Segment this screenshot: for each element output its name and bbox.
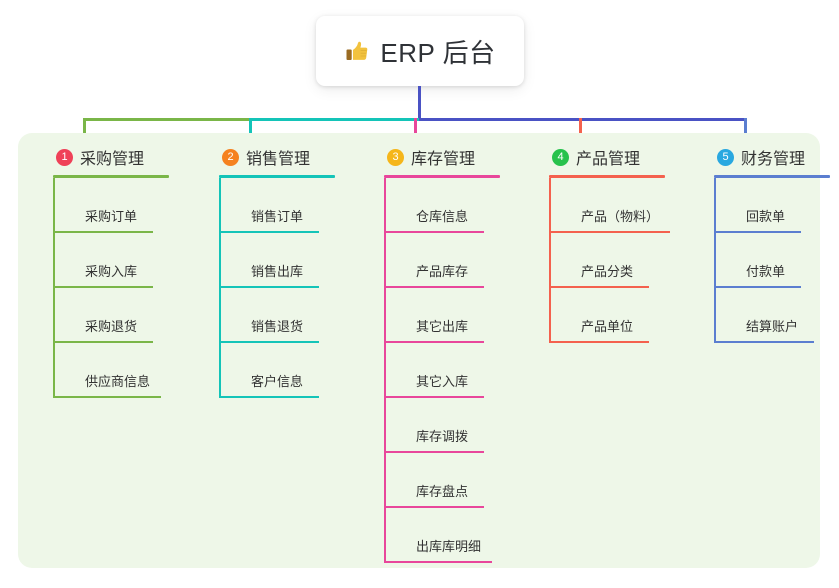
leaf-item-label: 库存调拨 bbox=[416, 429, 469, 444]
leaf-item-label: 其它出库 bbox=[416, 319, 469, 334]
thumbs-up-icon bbox=[344, 38, 370, 64]
branch-header-rule-3 bbox=[384, 175, 500, 178]
branch-column-4: 4 产品管理产品（物料） 产品分类产品单位 bbox=[532, 144, 682, 343]
leaf-item-label: 回款单 bbox=[746, 209, 786, 224]
branch-header-rule-5 bbox=[714, 175, 830, 178]
leaf-item-rule bbox=[55, 231, 153, 233]
root-title: ERP 后台 bbox=[380, 37, 496, 68]
branch-title-3: 库存管理 bbox=[411, 151, 476, 168]
leaf-item-rule bbox=[386, 451, 484, 453]
branch-title-1: 采购管理 bbox=[80, 151, 145, 168]
leaf-item-rule bbox=[716, 231, 801, 233]
branch-title-2: 销售管理 bbox=[246, 151, 311, 168]
branch-header-4[interactable]: 4 产品管理 bbox=[532, 144, 682, 170]
branch-badge-2: 2 bbox=[222, 148, 239, 166]
leaf-item-rule bbox=[55, 341, 153, 343]
leaf-item-rule bbox=[386, 341, 484, 343]
drop-connector-5 bbox=[744, 118, 747, 144]
branch-spine-4 bbox=[549, 178, 551, 343]
branch-header-5[interactable]: 5 财务管理 bbox=[697, 144, 839, 170]
leaf-item-rule bbox=[55, 286, 153, 288]
leaf-item-rule bbox=[221, 231, 319, 233]
leaf-item-label: 客户信息 bbox=[251, 374, 304, 389]
leaf-item-rule bbox=[551, 341, 649, 343]
branch-column-5: 5 财务管理回款单付款单结算账户 bbox=[697, 144, 839, 343]
leaf-item-label: 采购订单 bbox=[85, 209, 138, 224]
branch-header-rule-2 bbox=[219, 175, 335, 178]
leaf-item-rule bbox=[386, 506, 484, 508]
leaf-item-rule bbox=[386, 231, 484, 233]
leaf-item-label: 销售出库 bbox=[251, 264, 304, 279]
leaf-item-rule bbox=[221, 286, 319, 288]
leaf-item-rule bbox=[551, 231, 670, 233]
leaf-item-rule bbox=[55, 396, 161, 398]
branch-spine-1 bbox=[53, 178, 55, 398]
leaf-item-label: 结算账户 bbox=[746, 319, 799, 334]
bus-segment-2 bbox=[250, 118, 419, 121]
leaf-item-label: 销售退货 bbox=[251, 319, 304, 334]
leaf-item-rule bbox=[221, 341, 319, 343]
leaf-item-label: 销售订单 bbox=[251, 209, 304, 224]
leaf-item-label: 其它入库 bbox=[416, 374, 469, 389]
leaf-item-rule bbox=[221, 396, 319, 398]
branches-panel bbox=[18, 133, 820, 568]
branch-badge-1: 1 bbox=[56, 148, 73, 166]
branch-title-5: 财务管理 bbox=[741, 151, 806, 168]
branch-badge-3: 3 bbox=[387, 148, 404, 166]
branch-column-3: 3 库存管理仓库信息产品库存其它出库其它入库库存调拨库存盘点出库库明细 bbox=[367, 144, 517, 563]
bus-segment-1 bbox=[84, 118, 250, 121]
leaf-item-label: 产品（物料） bbox=[581, 209, 660, 224]
leaf-item-rule bbox=[386, 561, 492, 563]
root-node-card[interactable]: ERP 后台 bbox=[316, 16, 524, 86]
drop-connector-2 bbox=[249, 118, 252, 144]
bus-segment-3 bbox=[419, 118, 747, 121]
leaf-item-label: 付款单 bbox=[746, 264, 786, 279]
branch-header-3[interactable]: 3 库存管理 bbox=[367, 144, 517, 170]
drop-connector-3 bbox=[414, 118, 417, 144]
leaf-item-label: 出库库明细 bbox=[416, 539, 482, 554]
branch-header-rule-1 bbox=[53, 175, 169, 178]
leaf-item-label: 产品库存 bbox=[416, 264, 469, 279]
leaf-item-label: 供应商信息 bbox=[85, 374, 151, 389]
leaf-item-rule bbox=[716, 341, 814, 343]
branch-header-1[interactable]: 1 采购管理 bbox=[36, 144, 186, 170]
branch-title-4: 产品管理 bbox=[576, 151, 641, 168]
leaf-item-label: 产品分类 bbox=[581, 264, 634, 279]
branch-column-2: 2 销售管理销售订单销售出库销售退货客户信息 bbox=[202, 144, 352, 398]
branch-spine-3 bbox=[384, 178, 386, 563]
leaf-item-label: 采购入库 bbox=[85, 264, 138, 279]
leaf-item-rule bbox=[386, 396, 484, 398]
leaf-item-label: 库存盘点 bbox=[416, 484, 469, 499]
leaf-item-rule bbox=[386, 286, 484, 288]
drop-connector-4 bbox=[579, 118, 582, 144]
trunk-connector bbox=[418, 86, 421, 121]
branch-spine-2 bbox=[219, 178, 221, 398]
leaf-item-label: 产品单位 bbox=[581, 319, 634, 334]
leaf-item-label: 采购退货 bbox=[85, 319, 138, 334]
branch-spine-5 bbox=[714, 178, 716, 343]
leaf-item-label: 仓库信息 bbox=[416, 209, 469, 224]
branch-header-rule-4 bbox=[549, 175, 665, 178]
branch-column-1: 1 采购管理采购订单采购入库采购退货供应商信息 bbox=[36, 144, 186, 398]
leaf-item-rule bbox=[551, 286, 649, 288]
drop-connector-1 bbox=[83, 118, 86, 144]
branch-badge-5: 5 bbox=[717, 148, 734, 166]
branch-badge-4: 4 bbox=[552, 148, 569, 166]
leaf-item-rule bbox=[716, 286, 801, 288]
branch-header-2[interactable]: 2 销售管理 bbox=[202, 144, 352, 170]
